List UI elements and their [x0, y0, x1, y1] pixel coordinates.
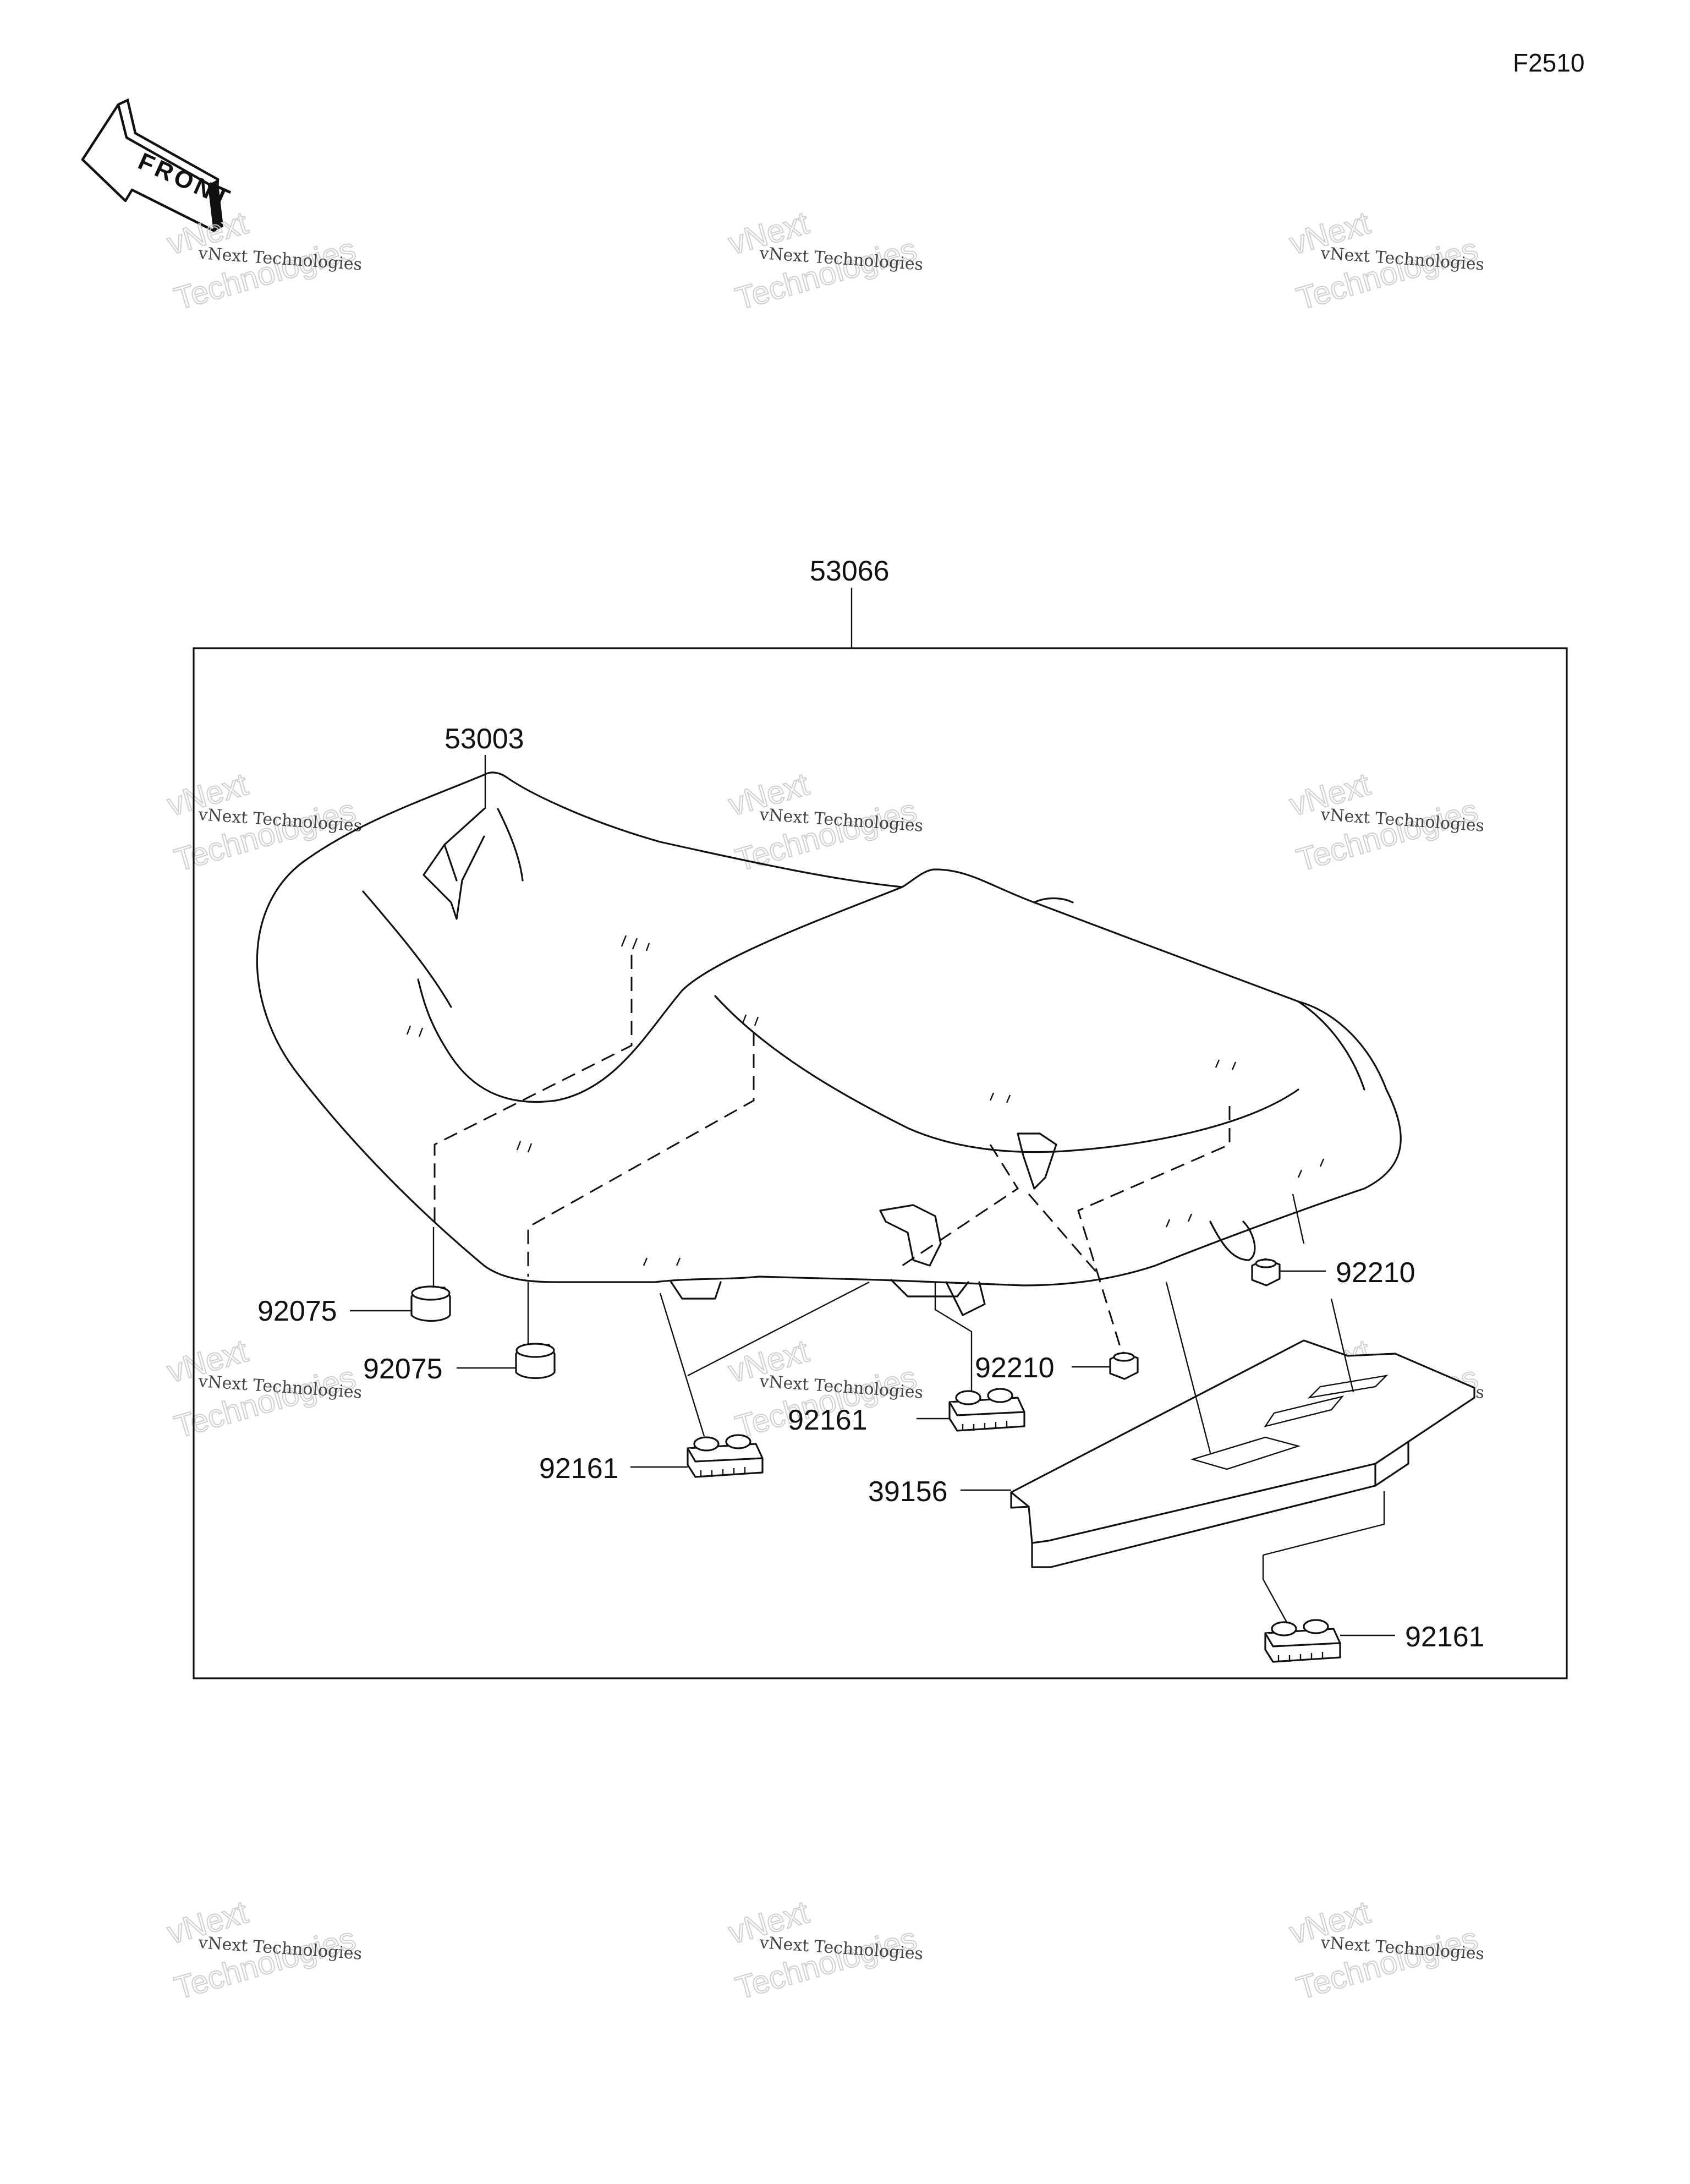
label-92161-left: 92161 — [539, 1453, 619, 1485]
clip-92161-left — [687, 1434, 764, 1478]
watermark-grid: vNext Technologies vNext Technologies vN… — [163, 204, 1485, 2007]
damper-92075-b — [515, 1343, 556, 1380]
damper-92075-a — [410, 1285, 451, 1322]
clip-92161-mid — [948, 1388, 1025, 1432]
label-92161-mid: 92161 — [788, 1404, 868, 1436]
seat-assembly — [256, 771, 1402, 1354]
label-92161-right: 92161 — [1405, 1621, 1485, 1653]
label-53066: 53066 — [810, 555, 890, 587]
label-92075-b: 92075 — [363, 1353, 443, 1385]
label-92210-mid: 92210 — [975, 1352, 1055, 1384]
assembly-frame — [193, 647, 1568, 1679]
clip-92161-right — [1264, 1619, 1341, 1663]
label-92210-right: 92210 — [1336, 1257, 1415, 1289]
front-arrow-icon: FRONT — [81, 98, 237, 233]
label-92075-a: 92075 — [257, 1295, 337, 1327]
label-53003: 53003 — [445, 723, 524, 755]
label-39156: 39156 — [868, 1476, 948, 1508]
tray-39156 — [1010, 1194, 1475, 1568]
figure-ref: F2510 — [1513, 48, 1584, 77]
nut-92210-right — [1251, 1258, 1281, 1287]
nut-92210-mid — [1109, 1351, 1139, 1380]
